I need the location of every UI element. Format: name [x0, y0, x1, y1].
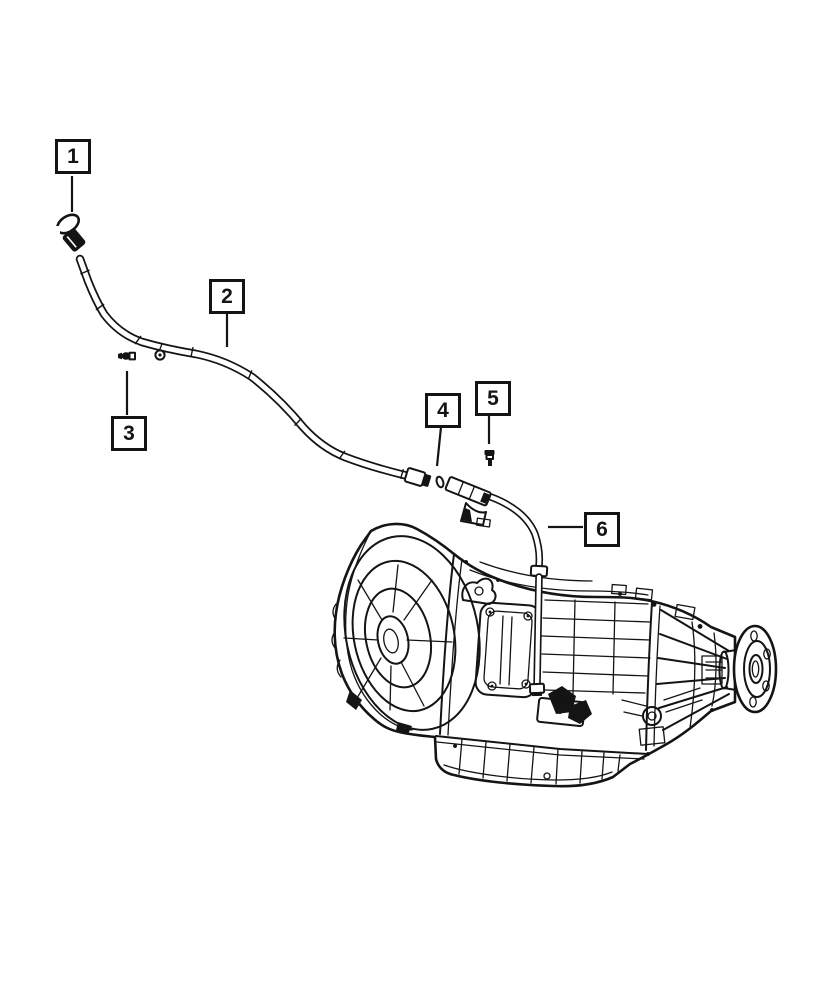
- transmission-assembly: [331, 522, 778, 788]
- callout-2-label: 2: [221, 285, 233, 308]
- callout-3-label: 3: [123, 422, 135, 445]
- callout-1-label: 1: [67, 145, 79, 168]
- clip-bolt: [118, 351, 136, 361]
- leader-line-4: [435, 426, 443, 467]
- bell-housing: [331, 530, 481, 734]
- callout-5-label: 5: [487, 387, 499, 410]
- filler-hose: [487, 493, 549, 697]
- output-flange: [732, 624, 778, 714]
- leader-lines: [70, 176, 583, 529]
- callout-6: 6: [584, 512, 620, 547]
- hose-end-fitting: [528, 682, 546, 695]
- o-ring: [435, 475, 445, 489]
- tube-joints: [80, 269, 405, 479]
- dipstick-handle: [52, 213, 86, 252]
- shift-lever-cluster: [536, 686, 592, 728]
- case-joint: [439, 553, 463, 736]
- callout-3: 3: [111, 416, 147, 451]
- callout-4: 4: [425, 393, 461, 428]
- tail-joint: [453, 601, 715, 756]
- callout-6-label: 6: [596, 518, 608, 541]
- tail-housing: [656, 609, 730, 731]
- case-ribs: [541, 599, 651, 695]
- oil-pan: [435, 735, 649, 785]
- tube-clip-eyelet: [154, 343, 166, 361]
- tube-fitting: [444, 476, 492, 528]
- callout-1: 1: [55, 139, 91, 174]
- case-top-ribs: [464, 560, 703, 629]
- output-shaft: [701, 649, 737, 691]
- rear-mount: [621, 687, 703, 746]
- callout-5: 5: [475, 381, 511, 416]
- vent-bracket: [461, 577, 497, 605]
- vent-bracket-hole: [474, 586, 484, 596]
- callout-2: 2: [209, 279, 245, 314]
- dipstick-tube: [75, 254, 432, 487]
- tube-end-collar: [403, 467, 432, 487]
- retainer-pin: [484, 450, 495, 466]
- callout-4-label: 4: [437, 399, 449, 422]
